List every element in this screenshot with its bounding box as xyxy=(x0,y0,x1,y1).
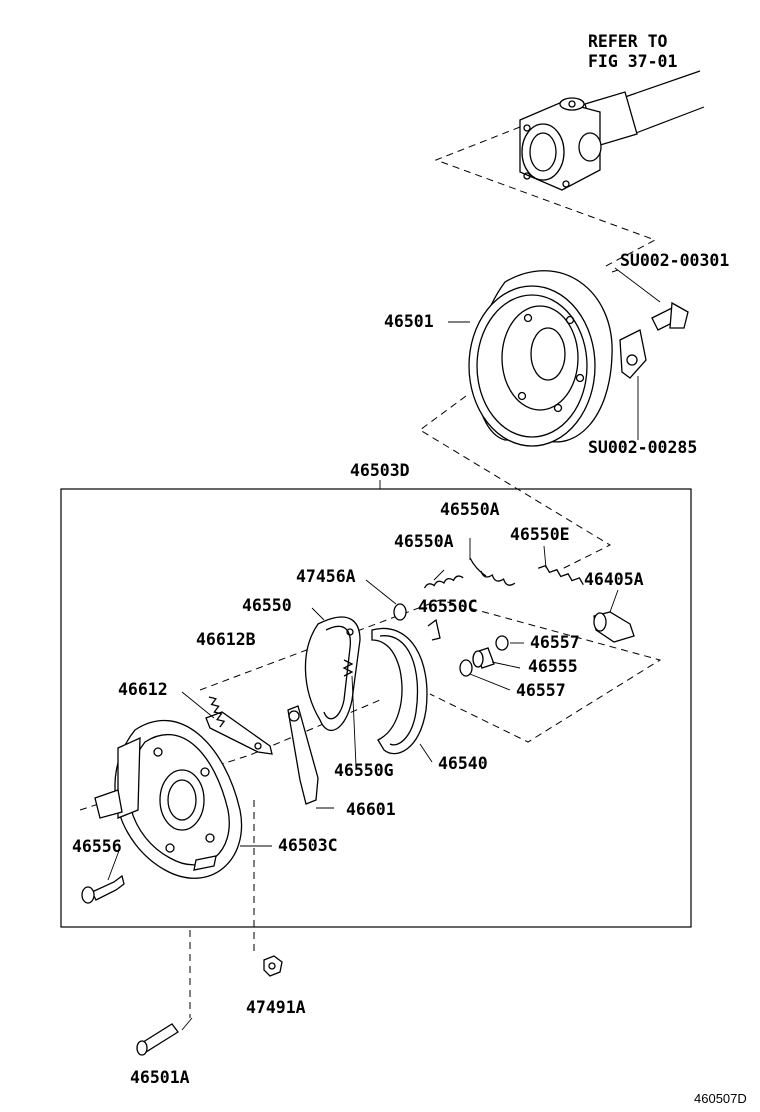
bleeder-plug xyxy=(593,611,635,643)
label-46503c: 46503C xyxy=(278,836,338,855)
label-46550e: 46550E xyxy=(510,525,570,544)
spring-46550e xyxy=(537,564,584,586)
backing-plate xyxy=(94,719,243,879)
label-46555: 46555 xyxy=(528,657,578,676)
pin-47456a xyxy=(393,603,407,621)
label-46557-lower: 46557 xyxy=(516,681,566,700)
washer-46557-lower xyxy=(459,659,473,677)
label-46550: 46550 xyxy=(242,596,292,615)
hub-bolt xyxy=(136,1023,179,1056)
spring-46550g xyxy=(342,659,354,677)
washer-46557-upper xyxy=(495,635,509,651)
bolt-46556 xyxy=(81,874,125,904)
label-46503d: 46503D xyxy=(350,461,410,480)
label-su002-00301: SU002-00301 xyxy=(620,251,729,270)
drum-screw xyxy=(651,301,689,331)
figure-code: 460507D xyxy=(694,1091,747,1106)
label-46550a: 46550A xyxy=(394,532,454,551)
brake-drum xyxy=(468,270,613,447)
label-46557-upper: 46557 xyxy=(530,633,580,652)
label-46612b: 46612B xyxy=(196,630,256,649)
label-46540: 46540 xyxy=(438,754,488,773)
strut xyxy=(287,705,319,805)
label-46550g: 46550G xyxy=(334,761,394,780)
label-su002-00285: SU002-00285 xyxy=(588,438,697,457)
shoe-46550 xyxy=(304,616,361,732)
label-47491a: 47491A xyxy=(246,998,306,1017)
label-46550a-top: 46550A xyxy=(440,500,500,519)
spring-46612b xyxy=(208,696,226,728)
spring-46550a-upper xyxy=(480,570,516,586)
nut-47491a xyxy=(263,955,283,977)
refer-note-line2: FIG 37-01 xyxy=(588,52,677,71)
label-47456a: 47456A xyxy=(296,567,356,586)
assembly-box xyxy=(60,488,692,928)
shoe-46540 xyxy=(371,627,428,755)
piston-46555 xyxy=(472,647,495,669)
label-46550c: 46550C xyxy=(418,597,478,616)
hole-plug xyxy=(619,329,647,379)
spring-46550a-lower xyxy=(423,575,464,589)
label-46501a: 46501A xyxy=(130,1068,190,1087)
label-46601: 46601 xyxy=(346,800,396,819)
label-46612: 46612 xyxy=(118,680,168,699)
refer-note-line1: REFER TO xyxy=(588,32,668,51)
clip-46550c xyxy=(427,618,441,641)
label-46556: 46556 xyxy=(72,837,122,856)
label-46501: 46501 xyxy=(384,312,434,331)
label-46405a: 46405A xyxy=(584,570,644,589)
propeller-shaft xyxy=(519,70,705,191)
parking-lever xyxy=(205,711,273,755)
